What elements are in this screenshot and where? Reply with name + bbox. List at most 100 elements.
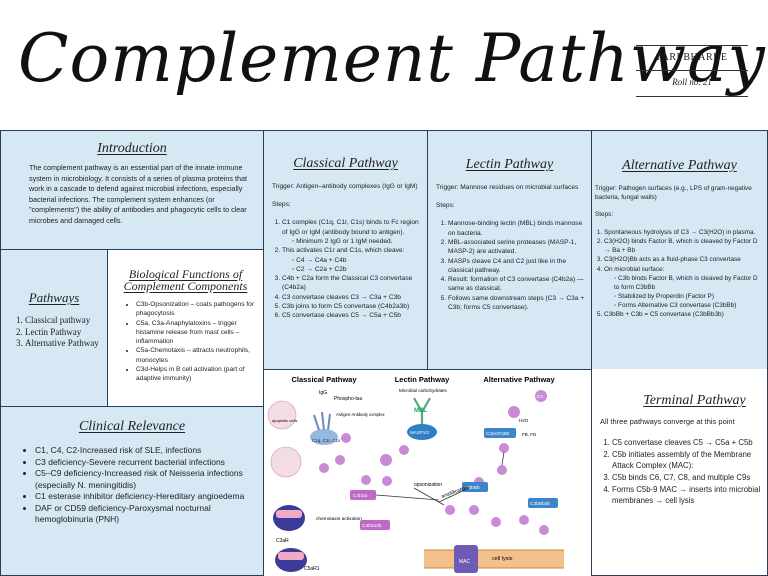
lectin-panel: Lectin Pathway Trigger: Mannose residues… — [427, 130, 592, 370]
step-item: C3 convertase cleaves C3 → C3a + C3b — [282, 293, 421, 302]
apoptotic-cell-icon — [267, 400, 297, 430]
lectin-trigger: Trigger: Mannose residues on microbial s… — [436, 184, 579, 191]
classical-heading: Classical Pathway — [293, 156, 398, 171]
c3h2o-complex — [484, 428, 516, 438]
list-item: C3b-Opsonization – coats pathogens for p… — [136, 300, 259, 319]
alternative-heading: Alternative Pathway — [622, 158, 737, 173]
label-c1: C1q, C1r, C1s — [312, 438, 341, 443]
sub-step: Forms Alternative C3 convertase (C3bBb) — [614, 301, 761, 310]
step-item: C3(H2O) binds Factor B, which is cleaved… — [604, 237, 761, 255]
clinical-panel: Clinical Relevance C1, C4, C2-Increased … — [0, 406, 264, 576]
bio-functions-heading-2: Complement Components — [123, 279, 248, 293]
c4b-protein-icon — [399, 445, 409, 455]
lectin-steps-label: Steps: — [436, 202, 455, 210]
classical-steps: C1 complex (C1q, C1r, C1s) binds to Fc r… — [264, 214, 427, 320]
bio-functions-list: C3b-Opsonization – coats pathogens for p… — [108, 292, 263, 384]
label-c5ar: C5aR1 — [304, 566, 320, 572]
c3b-protein-icon — [499, 443, 509, 453]
introduction-heading: Introduction — [97, 141, 167, 156]
list-item: DAF or CD59 deficiency-Paroxysmal noctur… — [35, 503, 255, 526]
c3a-protein-icon — [319, 463, 329, 473]
c2-protein-icon — [361, 475, 371, 485]
c3-protein-icon — [382, 476, 392, 486]
step-item: Follows same downstream steps (C3 → C3a … — [448, 294, 585, 313]
pathways-list: Classical pathway Lectin Pathway Alterna… — [1, 315, 107, 350]
pathways-panel: Pathways Classical pathway Lectin Pathwa… — [0, 249, 108, 407]
sub-step: C2 → C2a + C2b — [292, 265, 421, 274]
pathways-heading: Pathways — [28, 290, 80, 305]
page-title: Complement Pathway — [18, 20, 766, 97]
label-opsonization: opsonization — [414, 482, 442, 488]
clinical-heading: Clinical Relevance — [78, 419, 186, 434]
c3-protein-icon — [508, 406, 520, 418]
label-microbial-carbs: Microbial carbohydrates — [399, 388, 448, 393]
alternative-panel: Alternative Pathway Trigger: Pathogen su… — [591, 130, 768, 370]
lectin-steps: Mannose-binding lectin (MBL) binds manno… — [428, 215, 591, 312]
sub-step: Stabilized by Properdin (Factor P) — [614, 292, 761, 301]
col-title-lectin: Lectin Pathway — [395, 375, 450, 384]
c3-protein-icon — [535, 390, 547, 402]
introduction-panel: Introduction The complement pathway is a… — [0, 130, 264, 250]
alternative-steps-label: Steps: — [595, 211, 614, 218]
list-item: Alternative Pathway — [25, 338, 107, 350]
label-c4b2a: C4b2a — [353, 493, 367, 499]
label-apoptotic: apoptotic cells — [272, 418, 297, 423]
sub-step: C4 → C4a + C4b — [292, 256, 421, 265]
c4b2a3b-complex — [360, 520, 390, 530]
list-item: C5b initiates assembly of the Membrane A… — [612, 449, 763, 472]
label-mbl: MBL — [414, 408, 427, 414]
label-h2o: H2O — [519, 418, 529, 423]
c5a-protein-icon — [491, 517, 501, 527]
introduction-text: The complement pathway is an essential p… — [29, 163, 247, 225]
mbl-icon — [413, 397, 431, 425]
c4b2a-complex — [350, 490, 376, 500]
c3b-protein-icon — [497, 465, 507, 475]
label-c3bbb3b: C3bBb3b — [530, 501, 550, 507]
apoptotic-cell-icon — [270, 446, 302, 478]
pathway-diagram-svg: Classical Pathway Lectin Pathway Alterna… — [267, 375, 564, 573]
clinical-list: C1, C4, C2-Increased risk of SLE, infect… — [1, 445, 263, 526]
c4b-protein-icon — [380, 454, 392, 466]
alternative-trigger: Trigger: Pathogen surfaces (e.g., LPS of… — [595, 185, 752, 201]
list-item: C5a, C3a-Anaphylatoxins – trigger histam… — [136, 319, 259, 347]
roll-number: Roll no. 21 — [672, 77, 712, 87]
step-item: C3bBb + C3b = C5 convertase (C3bBb3b) — [604, 310, 761, 319]
bio-functions-heading-1: Biological Functions of — [128, 267, 243, 281]
arrow-group — [375, 451, 505, 506]
classical-panel: Classical Pathway Trigger: Antigen–antib… — [263, 130, 428, 370]
c5-protein-icon — [469, 505, 479, 515]
step-item: On microbial surface: C3b binds Factor B… — [604, 265, 761, 310]
terminal-panel: Terminal Pathway All three pathways conv… — [591, 369, 768, 576]
col-title-alternative: Alternative Pathway — [483, 375, 555, 384]
step-item: Spontaneous hydrolysis of C3 → C3(H2O) i… — [604, 228, 761, 237]
list-item: C1 esterase inhibitor deficiency-Heredit… — [35, 491, 255, 503]
label-cell-lysis: cell lysis — [492, 556, 513, 562]
membrane-icon — [424, 549, 564, 569]
name-box: PARI BHARDE Roll no. 21 — [636, 45, 748, 97]
step-item: C1 complex (C1q, C1r, C1s) binds to Fc r… — [282, 218, 421, 246]
masp-icon — [407, 424, 437, 440]
c3ar-receptor-icon — [276, 510, 302, 518]
step-item: C3b joins to form C5 convertase (C4b2a3b… — [282, 302, 421, 311]
label-c3bbb: C3bBb — [465, 485, 480, 491]
c3bbb3b-complex — [528, 498, 558, 508]
step-item: C4b + C2a form the Classical C3 converta… — [282, 274, 421, 293]
list-item: C5b binds C6, C7, C8, and multiple C9s — [612, 472, 763, 484]
step-item: MBL-associated serine proteases (MASP-1,… — [448, 238, 585, 257]
arrow — [413, 487, 445, 506]
author-name: PARI BHARDE — [656, 52, 728, 63]
label-phospho: Phospho-tau — [334, 396, 363, 402]
c5ar-receptor-icon — [278, 552, 304, 560]
sub-step: Minimum 2 IgG or 1 IgM needed. — [292, 237, 421, 246]
step-item: Result: formation of C3 convertase (C4b2… — [448, 275, 585, 294]
c5-protein-icon — [445, 505, 455, 515]
pathway-diagram: Classical Pathway Lectin Pathway Alterna… — [264, 370, 591, 576]
mac-pore-icon — [454, 545, 478, 573]
lectin-heading: Lectin Pathway — [465, 157, 554, 172]
label-mac: MAC — [459, 559, 471, 565]
label-chemotaxis: chemotaxis activation — [316, 516, 362, 522]
col-title-classical: Classical Pathway — [291, 375, 357, 384]
arrow — [375, 494, 440, 501]
c3bbb-complex — [462, 482, 488, 492]
list-item: C5 convertase cleaves C5 → C5a + C5b — [612, 437, 763, 449]
